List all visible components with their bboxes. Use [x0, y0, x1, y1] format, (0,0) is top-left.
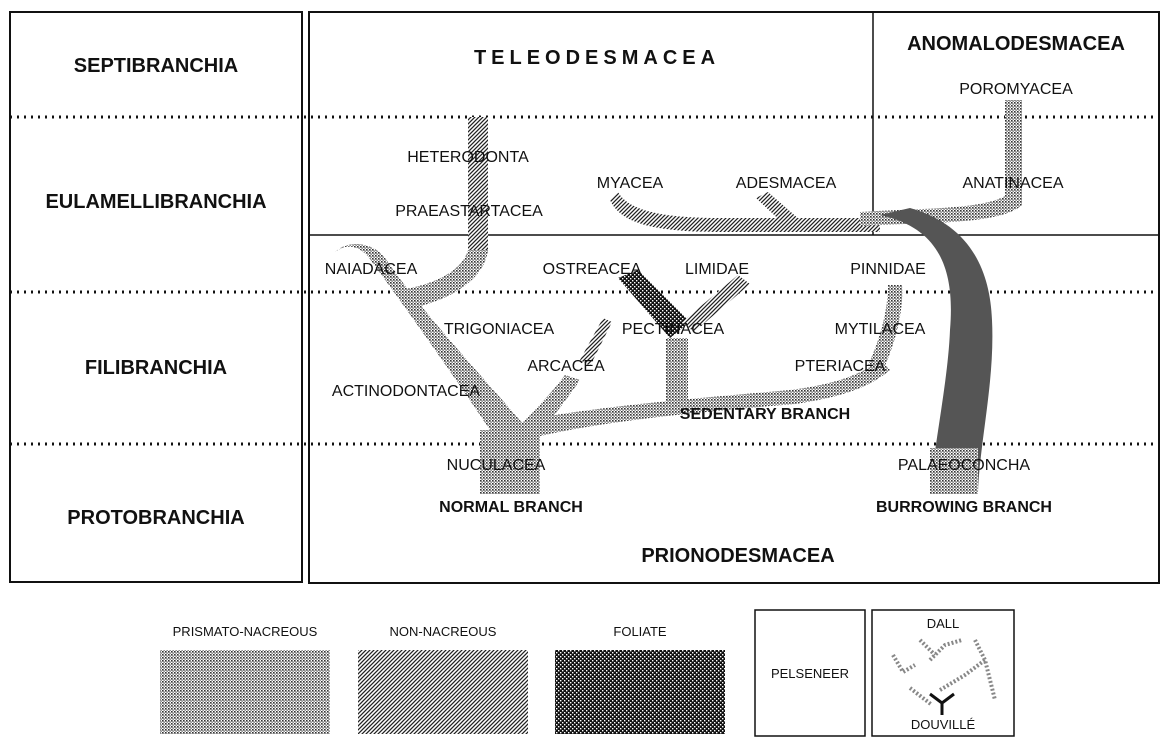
legend-label-pelseneer: PELSENEER — [771, 666, 849, 681]
branch-trigoniacea — [580, 318, 612, 366]
taxon-palaeoconcha: PALAEOCONCHA — [898, 457, 1031, 474]
branch-naiadacea — [335, 244, 530, 432]
branch-myacea — [610, 192, 880, 232]
taxon-limidae: LIMIDAE — [685, 261, 749, 278]
taxon-arcacea: ARCACEA — [527, 358, 605, 375]
taxon-praeastartacea: PRAEASTARTACEA — [395, 203, 543, 220]
rank-filibranchia: FILIBRANCHIA — [85, 357, 227, 379]
taxon-pinnidae: PINNIDAE — [850, 261, 926, 278]
taxon-heterodonta: HETERODONTA — [407, 149, 529, 166]
phylogeny-branches — [335, 100, 1022, 494]
branch-praeastartacea — [400, 250, 488, 308]
legend: PRISMATO-NACREOUS NON-NACREOUS FOLIATE P… — [160, 609, 1015, 737]
branch-sedentary — [525, 360, 890, 436]
branch-heterodonta — [468, 117, 488, 252]
legend-swatch-foliate — [555, 650, 725, 734]
legend-label-non-nacreous: NON-NACREOUS — [390, 624, 497, 639]
branch-limidae — [682, 275, 750, 332]
rank-eulamellibranchia: EULAMELLIBRANCHIA — [45, 191, 266, 213]
branch-ostreacea — [618, 270, 690, 338]
taxon-poromyacea: POROMYACEA — [959, 81, 1073, 98]
mini-tree-dall-branches — [891, 638, 997, 707]
taxon-naiadacea: NAIADACEA — [325, 261, 418, 278]
branch-nuculacea — [480, 430, 540, 494]
group-prionodesmacea: PRIONODESMACEA — [641, 545, 834, 567]
legend-mini-tree — [891, 638, 997, 715]
legend-box-pelseneer — [754, 609, 866, 737]
legend-swatch-non-nacreous — [358, 650, 528, 734]
branch-anatinacea — [860, 100, 1022, 226]
branch-pectinacea — [666, 338, 688, 408]
branch-adesmacea — [756, 192, 800, 228]
branch-burrowing-base — [930, 448, 978, 494]
rank-septibranchia: SEPTIBRANCHIA — [74, 55, 238, 77]
legend-label-prismato: PRISMATO-NACREOUS — [173, 624, 318, 639]
branch-label-sedentary: SEDENTARY BRANCH — [680, 406, 850, 423]
branch-palaeoconcha — [880, 208, 993, 492]
legend-swatch-prismato — [160, 650, 330, 734]
group-teleodesmacea: TELEODESMACEA — [474, 47, 720, 69]
taxon-nuculacea: NUCULACEA — [447, 457, 546, 474]
taxon-actinodontacea: ACTINODONTACEA — [332, 383, 480, 400]
group-anomalodesmacea: ANOMALODESMACEA — [907, 33, 1125, 55]
taxon-pteriacea: PTERIACEA — [795, 358, 886, 375]
legend-label-foliate: FOLIATE — [613, 624, 667, 639]
taxon-adesmacea: ADESMACEA — [736, 175, 837, 192]
diagram-frame — [308, 11, 1160, 584]
taxon-trigoniacea: TRIGONIACEA — [444, 321, 555, 338]
legend-label-douville: DOUVILLÉ — [911, 717, 976, 732]
taxon-pectinacea: PECTINACEA — [622, 321, 725, 338]
branch-label-normal: NORMAL BRANCH — [439, 499, 583, 516]
rank-protobranchia: PROTOBRANCHIA — [67, 507, 244, 529]
rank-column-frame — [9, 11, 303, 583]
taxon-myacea: MYACEA — [597, 175, 664, 192]
taxon-anatinacea: ANATINACEA — [962, 175, 1063, 192]
mini-tree-douville-branches — [929, 692, 955, 715]
legend-label-dall: DALL — [927, 616, 960, 631]
taxon-ostreacea: OSTREACEA — [543, 261, 642, 278]
branch-label-burrowing: BURROWING BRANCH — [876, 499, 1052, 516]
branch-pteriacea — [868, 285, 903, 372]
taxon-mytilacea: MYTILACEA — [835, 321, 926, 338]
legend-box-dall-douville — [871, 609, 1015, 737]
